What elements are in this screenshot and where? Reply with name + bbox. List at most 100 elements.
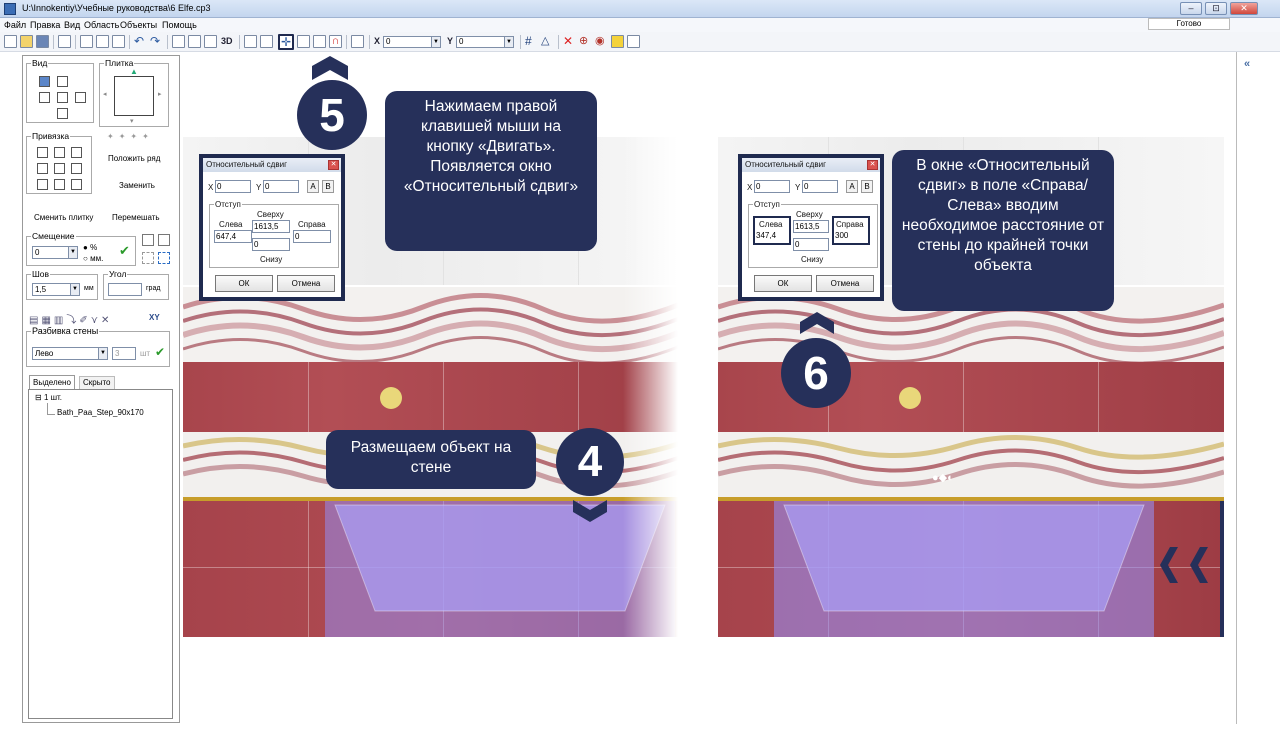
menu-file[interactable]: Файл — [4, 20, 27, 30]
offset-tool3-icon[interactable] — [142, 252, 154, 264]
grid-icon[interactable]: # — [525, 34, 532, 48]
tile-preview[interactable] — [114, 76, 154, 116]
view-cube-left-icon[interactable] — [39, 92, 50, 103]
open-folder-icon[interactable] — [20, 35, 33, 48]
dialog2-y-input[interactable]: 0 — [802, 180, 838, 193]
put-row-button[interactable]: Положить ряд — [108, 154, 161, 163]
dialog2-x-input[interactable]: 0 — [754, 180, 790, 193]
triangle-icon[interactable]: △ — [541, 35, 550, 47]
save-icon[interactable] — [36, 35, 49, 48]
bottom-input-2[interactable]: 0 — [793, 238, 829, 251]
measure-icon[interactable] — [244, 35, 257, 48]
bathtub-moved[interactable] — [774, 501, 1154, 637]
dialog2-b-button[interactable]: B — [861, 180, 873, 193]
view-cube-right-icon[interactable] — [75, 92, 86, 103]
offset-field[interactable]: 0▼ — [32, 246, 78, 259]
minimize-button[interactable]: – — [1180, 2, 1202, 15]
snap-ml-icon[interactable] — [37, 163, 48, 174]
undo-icon[interactable]: ↶ — [134, 34, 145, 48]
move-handle-icon[interactable]: ●◆◐ — [932, 472, 954, 484]
magnet-icon[interactable]: ∩ — [329, 35, 342, 48]
tile-arrow-down-icon[interactable]: ▾ — [130, 118, 134, 125]
tile-arrow-right-icon[interactable]: ▸ — [158, 91, 162, 98]
view-3d-button[interactable]: 3D — [221, 36, 233, 46]
maximize-button[interactable]: ⊡ — [1205, 2, 1227, 15]
view-cube-front-icon[interactable] — [57, 92, 68, 103]
bathtub[interactable] — [325, 501, 675, 637]
render-icon[interactable] — [627, 35, 640, 48]
align-icon[interactable] — [351, 35, 364, 48]
dialog-ok-button[interactable]: ОК — [215, 275, 273, 292]
view-wall-icon[interactable] — [204, 35, 217, 48]
view-plan-icon[interactable] — [188, 35, 201, 48]
tile-shift-icons[interactable]: ✦✦✦✦ — [107, 132, 154, 141]
snap-br-icon[interactable] — [71, 179, 82, 190]
wall-split-apply-icon[interactable]: ✔ — [155, 345, 166, 359]
dialog2-close-icon[interactable]: ✕ — [867, 160, 878, 170]
seam-field[interactable]: 1,5▼ — [32, 283, 80, 296]
dialog-close-icon[interactable]: ✕ — [328, 160, 339, 170]
count-field[interactable]: 3 — [112, 347, 136, 360]
collapse-panel-icon[interactable]: « — [1244, 58, 1251, 70]
right-input[interactable]: 0 — [293, 230, 331, 243]
print-icon[interactable] — [58, 35, 71, 48]
menu-help[interactable]: Помощь — [162, 20, 197, 30]
dialog-b-button[interactable]: B — [322, 180, 334, 193]
right-input-2[interactable]: 300 — [834, 230, 868, 243]
snap-mr-icon[interactable] — [71, 163, 82, 174]
snap-mc-icon[interactable] — [54, 163, 65, 174]
snap-tl-icon[interactable] — [37, 147, 48, 158]
replace-button[interactable]: Заменить — [119, 181, 155, 190]
menu-edit[interactable]: Правка — [30, 20, 61, 30]
menu-objects[interactable]: Объекты — [120, 20, 158, 30]
tile-arrow-left-icon[interactable]: ◂ — [103, 91, 107, 98]
tab-hidden[interactable]: Скрыто — [79, 376, 115, 389]
close-button[interactable]: ✕ — [1230, 2, 1258, 15]
tree-root[interactable]: ⊟ 1 шт. — [35, 393, 63, 402]
offset-tool4-icon[interactable] — [158, 252, 170, 264]
top-input-2[interactable]: 1613,5 — [793, 220, 829, 233]
target-icon[interactable]: ⊕ — [579, 35, 589, 47]
dialog2-cancel-button[interactable]: Отмена — [816, 275, 874, 292]
menu-area[interactable]: Область — [84, 20, 120, 30]
view-cube-icon[interactable] — [57, 76, 68, 87]
offset-tool1-icon[interactable] — [142, 234, 154, 246]
edit-tools-icons[interactable]: ▤▦▥⤵✐⋎✕ — [29, 315, 113, 326]
copy-icon[interactable] — [96, 35, 109, 48]
dialog2-a-button[interactable]: A — [846, 180, 858, 193]
view-cube-bottom-icon[interactable] — [57, 108, 68, 119]
paste-icon[interactable] — [112, 35, 125, 48]
shuffle-button[interactable]: Перемешать — [112, 213, 160, 222]
xy-button[interactable]: XY — [149, 313, 160, 322]
wall-side-select[interactable]: Лево▼ — [32, 347, 108, 360]
change-tile-button[interactable]: Сменить плитку — [34, 213, 94, 222]
offset-percent-radio[interactable]: ● % — [83, 243, 98, 252]
cut-icon[interactable] — [80, 35, 93, 48]
grid-dropdown-icon[interactable] — [260, 35, 273, 48]
delete-icon[interactable]: ✕ — [563, 34, 574, 48]
dialog2-ok-button[interactable]: ОК — [754, 275, 812, 292]
y-coord-field[interactable]: 0▼ — [456, 36, 514, 48]
tab-selected[interactable]: Выделено — [29, 375, 75, 389]
bottom-input[interactable]: 0 — [252, 238, 290, 251]
left-input-2[interactable]: 347,4 — [755, 230, 789, 243]
redo-icon[interactable]: ↷ — [150, 34, 161, 48]
snap-bc-icon[interactable] — [54, 179, 65, 190]
left-input[interactable]: 647,4 — [214, 230, 252, 243]
view-photo-icon[interactable] — [39, 76, 50, 87]
dialog-x-input[interactable]: 0 — [215, 180, 251, 193]
angle-field[interactable] — [108, 283, 142, 296]
dialog-a-button[interactable]: A — [307, 180, 319, 193]
tree-item[interactable]: Bath_Paa_Step_90x170 — [57, 408, 144, 417]
menu-view[interactable]: Вид — [64, 20, 81, 30]
x-coord-field[interactable]: 0▼ — [383, 36, 441, 48]
snap-tr-icon[interactable] — [71, 147, 82, 158]
offset-apply-icon[interactable]: ✔ — [119, 243, 130, 258]
top-input[interactable]: 1613,5 — [252, 220, 290, 233]
view-front-icon[interactable] — [172, 35, 185, 48]
move-icon[interactable]: ✛ — [278, 34, 294, 50]
dialog-cancel-button[interactable]: Отмена — [277, 275, 335, 292]
light-icon[interactable] — [611, 35, 624, 48]
snap-bl-icon[interactable] — [37, 179, 48, 190]
snap-tc-icon[interactable] — [54, 147, 65, 158]
